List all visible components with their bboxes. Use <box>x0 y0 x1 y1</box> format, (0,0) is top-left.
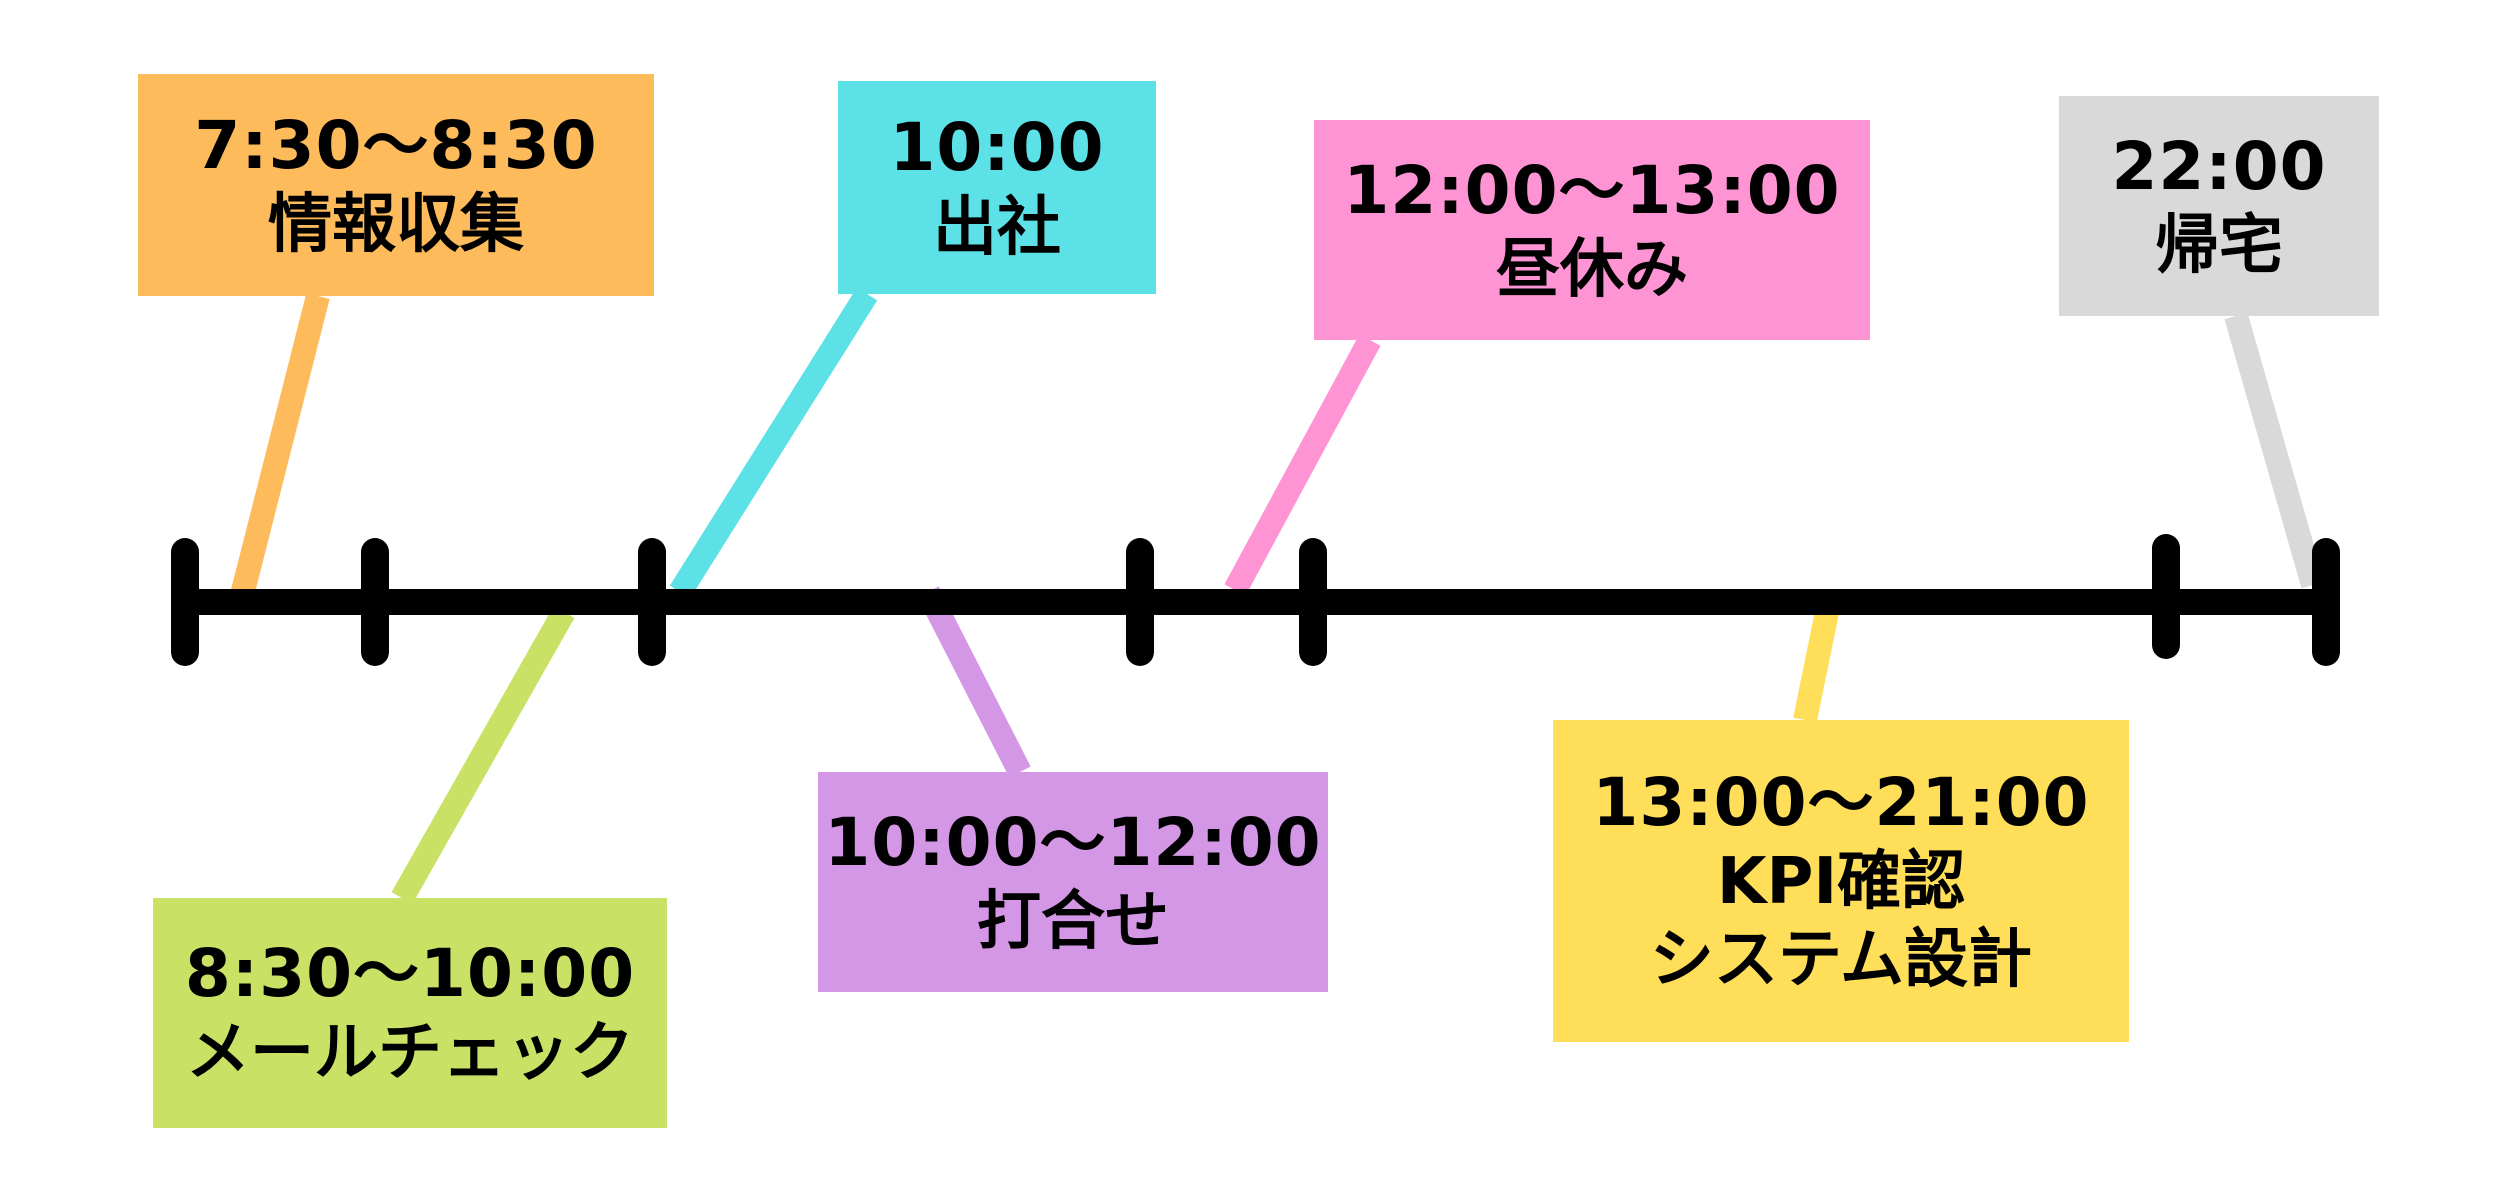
event-time: 13:00～21:00 <box>1592 763 2090 841</box>
event-box-info-gathering: 7:30～8:30 情報収集 <box>138 74 654 296</box>
event-time: 10:00 <box>889 109 1105 187</box>
connector-line <box>391 606 575 904</box>
connector-line <box>917 586 1031 778</box>
event-label: 打合せ <box>977 885 1169 960</box>
event-label: 出社 <box>933 190 1061 265</box>
event-label: 帰宅 <box>2155 209 2283 284</box>
connector-line <box>1793 609 1839 723</box>
connector-line <box>1224 334 1381 596</box>
event-box-return-home: 22:00 帰宅 <box>2059 96 2379 316</box>
event-box-meeting: 10:00～12:00 打合せ <box>818 772 1328 992</box>
event-label: メールチェック <box>186 1016 634 1091</box>
event-label: KPI確認 <box>1716 845 1966 920</box>
event-time: 10:00～12:00 <box>824 803 1322 881</box>
connector-line <box>2224 312 2325 589</box>
connector-line <box>230 293 330 598</box>
event-time: 12:00～13:00 <box>1343 151 1841 229</box>
event-label: システム設計 <box>1649 923 2033 998</box>
connector-line <box>669 287 878 599</box>
event-box-lunch-break: 12:00～13:00 昼休み <box>1314 120 1870 340</box>
event-time: 7:30～8:30 <box>194 106 598 184</box>
event-time: 8:30～10:00 <box>184 934 636 1012</box>
event-box-mail-check: 8:30～10:00 メールチェック <box>153 898 667 1128</box>
event-box-kpi-system-design: 13:00～21:00 KPI確認 システム設計 <box>1553 720 2129 1042</box>
event-label: 昼休み <box>1496 233 1688 308</box>
event-box-arrive-office: 10:00 出社 <box>838 81 1156 294</box>
event-time: 22:00 <box>2111 127 2327 205</box>
event-label: 情報収集 <box>268 188 524 263</box>
